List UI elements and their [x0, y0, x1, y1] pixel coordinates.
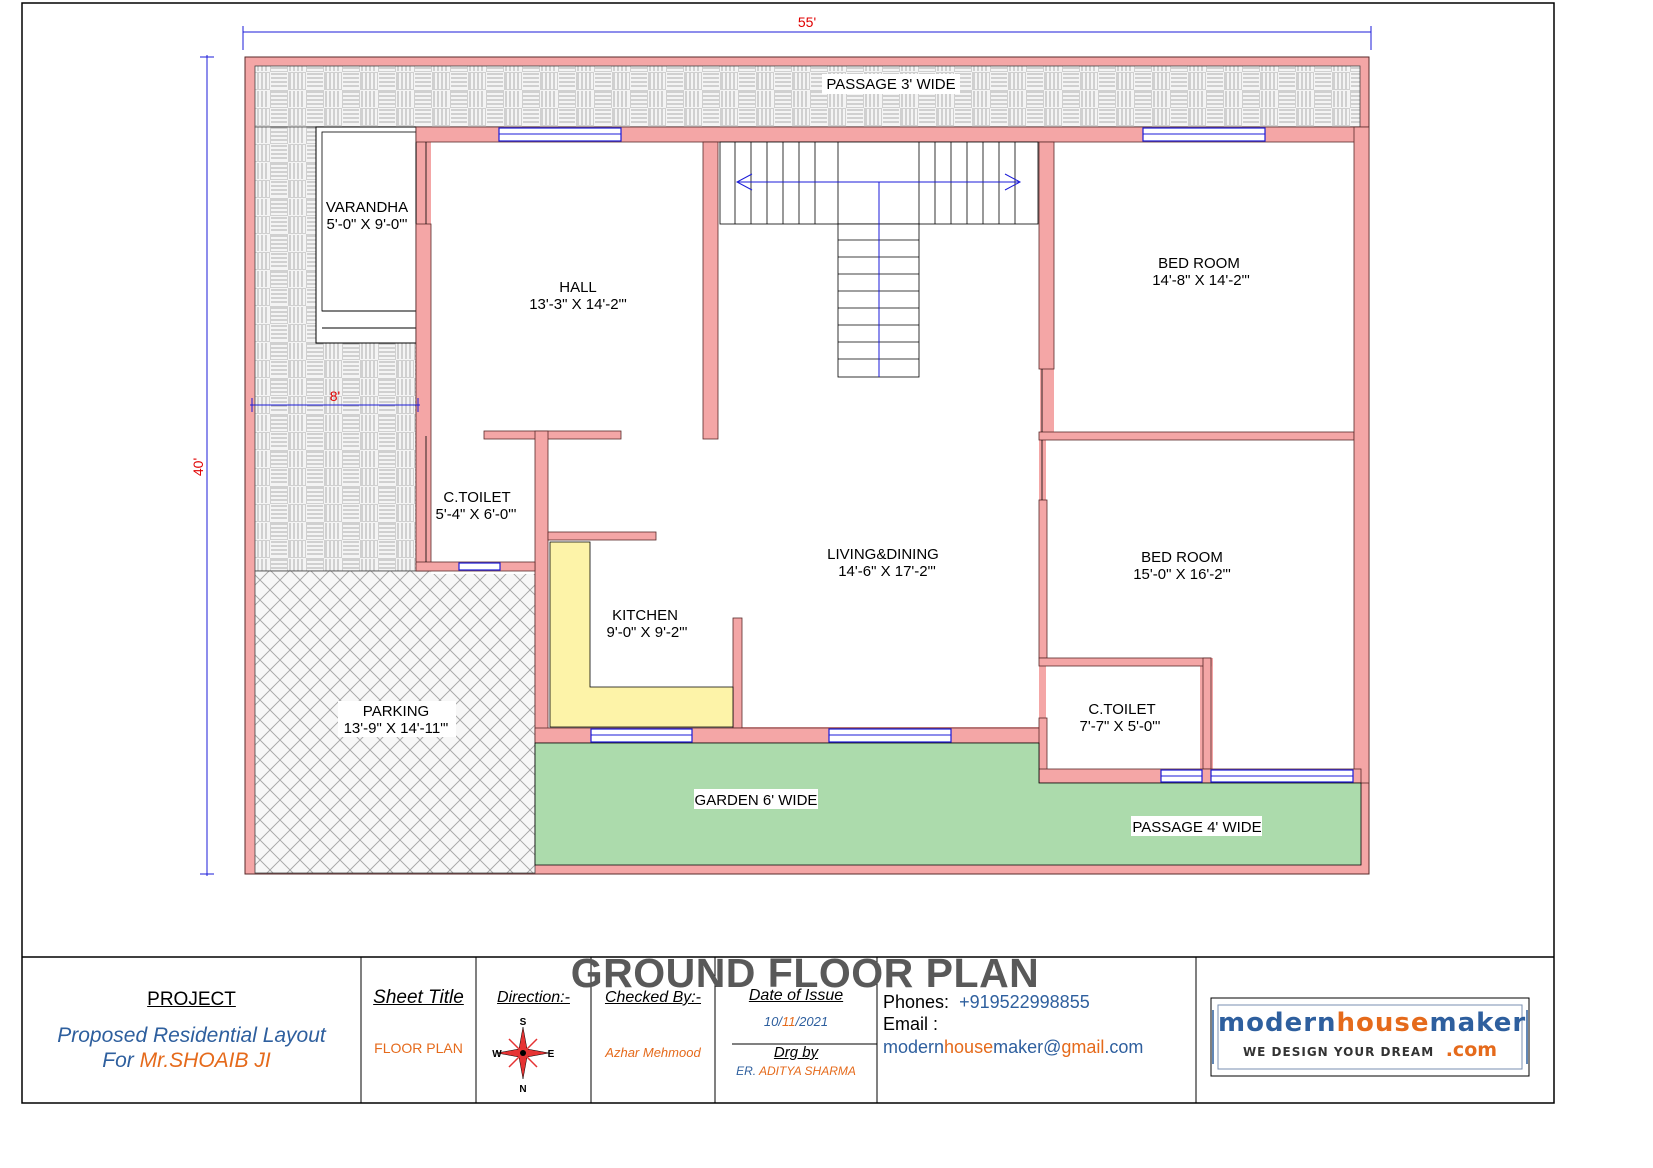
- passage-right-label: PASSAGE 4' WIDE: [1132, 819, 1261, 836]
- wall-stair-bed: [1038, 141, 1055, 370]
- contact-cell: Phones: +919522998855 Email : modernhous…: [883, 992, 1193, 1058]
- direction-heading: Direction:-: [497, 989, 570, 1006]
- window-toilet1: [458, 562, 501, 571]
- bedroom-2-floor: [1046, 440, 1354, 658]
- toilet-2-name: C.TOILET: [1088, 701, 1155, 718]
- wall-toilet2-right: [1202, 657, 1212, 770]
- date-day: 10: [763, 1014, 779, 1029]
- date-heading: Date of Issue: [748, 987, 844, 1004]
- date-cell: Date of Issue 10/11/2021 Drg by ER. ADIT…: [715, 987, 877, 1078]
- hall-name: HALL: [559, 279, 597, 296]
- kitchen-counter: [549, 541, 734, 728]
- logo-com: .com: [1445, 1039, 1498, 1061]
- email-part-4: gmail: [1061, 1037, 1105, 1057]
- toilet-2-size: 7'-7" X 5'-0"': [1080, 718, 1161, 735]
- bedroom-1-size: 14'-8" X 14'-2"': [1152, 272, 1250, 289]
- kitchen-size: 9'-0" X 9'-2"': [607, 624, 688, 641]
- company-logo: modernhousemaker WE DESIGN YOUR DREAM .c…: [1218, 1008, 1525, 1061]
- wall-toilet1-top: [483, 430, 622, 440]
- logo-box: [1210, 997, 1530, 1077]
- living-dining-size: 14'-6" X 17'-2"': [838, 563, 936, 580]
- depth-dimension: 40': [190, 458, 206, 476]
- project-client: Mr.SHOAIB JI: [139, 1049, 271, 1072]
- email-part-2: house: [944, 1037, 994, 1057]
- bedroom-1-floor: [1054, 142, 1354, 432]
- project-line1: Proposed Residential Layout: [57, 1024, 326, 1047]
- compass-rose-icon: [496, 1026, 550, 1080]
- passage-top-floor: [254, 65, 1361, 128]
- date-year: 2021: [799, 1014, 829, 1029]
- title-block-grid: [360, 957, 1197, 1103]
- varandha-width-dimension: 8': [330, 388, 340, 404]
- passage-top-label: PASSAGE 3' WIDE: [826, 76, 955, 93]
- living-dining-name: LIVING&DINING: [827, 546, 939, 563]
- sheet-title-value: FLOOR PLAN: [374, 1040, 463, 1056]
- email-value[interactable]: modernhousemaker@gmail.com: [883, 1037, 1193, 1058]
- wall-kitchen-right: [732, 617, 743, 729]
- dimension-lines: [200, 26, 1372, 876]
- wall-right: [1353, 126, 1370, 784]
- email-part-1: modern: [883, 1037, 945, 1057]
- wall-hall-left: [415, 223, 432, 572]
- email-part-3: maker@: [993, 1037, 1062, 1057]
- direction-cell: Direction:-: [476, 989, 591, 1007]
- bedroom-2-name: BED ROOM: [1141, 549, 1223, 566]
- compass-n-label: N: [519, 1084, 526, 1095]
- email-label: Email :: [883, 1014, 939, 1034]
- date-slash-1: /: [778, 1014, 783, 1029]
- project-cell: PROJECT Proposed Residential Layout For …: [22, 985, 361, 1073]
- phones-label: Phones:: [883, 992, 955, 1012]
- compass-s-label: S: [520, 1017, 527, 1028]
- bedroom-2-size: 15'-0" X 16'-2"': [1133, 566, 1231, 583]
- toilet-1-floor: [426, 436, 535, 562]
- sheet-title-cell: Sheet Title FLOOR PLAN: [361, 987, 476, 1056]
- toilet-1-name: C.TOILET: [443, 489, 510, 506]
- wall-bed-divider: [1038, 431, 1355, 441]
- width-dimension: 55': [798, 14, 816, 30]
- varandha-box: [315, 126, 417, 344]
- toilet-2-floor: [1046, 665, 1200, 769]
- compass-w-label: W: [492, 1049, 502, 1060]
- drg-by-value: ER. ADITYA SHARMA: [715, 1064, 877, 1078]
- phones-value[interactable]: +919522998855: [959, 992, 1090, 1012]
- date-month: 11: [782, 1014, 796, 1029]
- email-part-5: .com: [1104, 1037, 1144, 1057]
- stair-direction-arrows: [735, 173, 1022, 377]
- garden-label: GARDEN 6' WIDE: [695, 792, 818, 809]
- sheet-title-heading: Sheet Title: [373, 987, 464, 1008]
- date-value: 10/11/2021: [715, 1014, 877, 1029]
- varandha-name: VARANDHA: [326, 199, 408, 216]
- kitchen-name: KITCHEN: [612, 607, 678, 624]
- wall-kitchen-top: [547, 531, 657, 541]
- varandha-size: 5'-0" X 9'-0"': [327, 216, 408, 233]
- project-line2-prefix: For: [102, 1049, 140, 1072]
- drawing-title: GROUND FLOOR PLAN: [570, 950, 1040, 996]
- parking-size: 13'-9" X 14'-11"': [344, 720, 449, 737]
- wall-bed2-bottom: [1038, 657, 1212, 667]
- drg-by-name: ADITYA SHARMA: [758, 1064, 856, 1078]
- project-heading: PROJECT: [147, 989, 236, 1010]
- wall-hall-stair: [702, 141, 719, 440]
- drg-by-prefix: ER.: [736, 1064, 759, 1078]
- wall-toilet1-right: [534, 430, 549, 741]
- logo-part-2: house: [1336, 1008, 1430, 1038]
- wall-bed2-left: [1038, 499, 1048, 659]
- drg-by-heading: Drg by: [773, 1044, 819, 1061]
- sheet-border: [21, 2, 1555, 1104]
- logo-tagline: WE DESIGN YOUR DREAM: [1242, 1045, 1435, 1059]
- checked-by-heading: Checked By:-: [604, 989, 702, 1006]
- date-slash-2: /: [795, 1014, 800, 1029]
- checked-by-value: Azhar Mehmood: [605, 1045, 701, 1060]
- logo-part-3: maker: [1429, 1008, 1527, 1038]
- compass-e-label: E: [548, 1049, 555, 1060]
- parking-name: PARKING: [363, 703, 429, 720]
- logo-part-1: modern: [1218, 1008, 1337, 1038]
- hall-size: 13'-3" X 14'-2"': [529, 296, 627, 313]
- checked-by-cell: Checked By:- Azhar Mehmood: [591, 989, 715, 1060]
- bedroom-1-name: BED ROOM: [1158, 255, 1240, 272]
- toilet-1-size: 5'-4" X 6'-0"': [436, 506, 517, 523]
